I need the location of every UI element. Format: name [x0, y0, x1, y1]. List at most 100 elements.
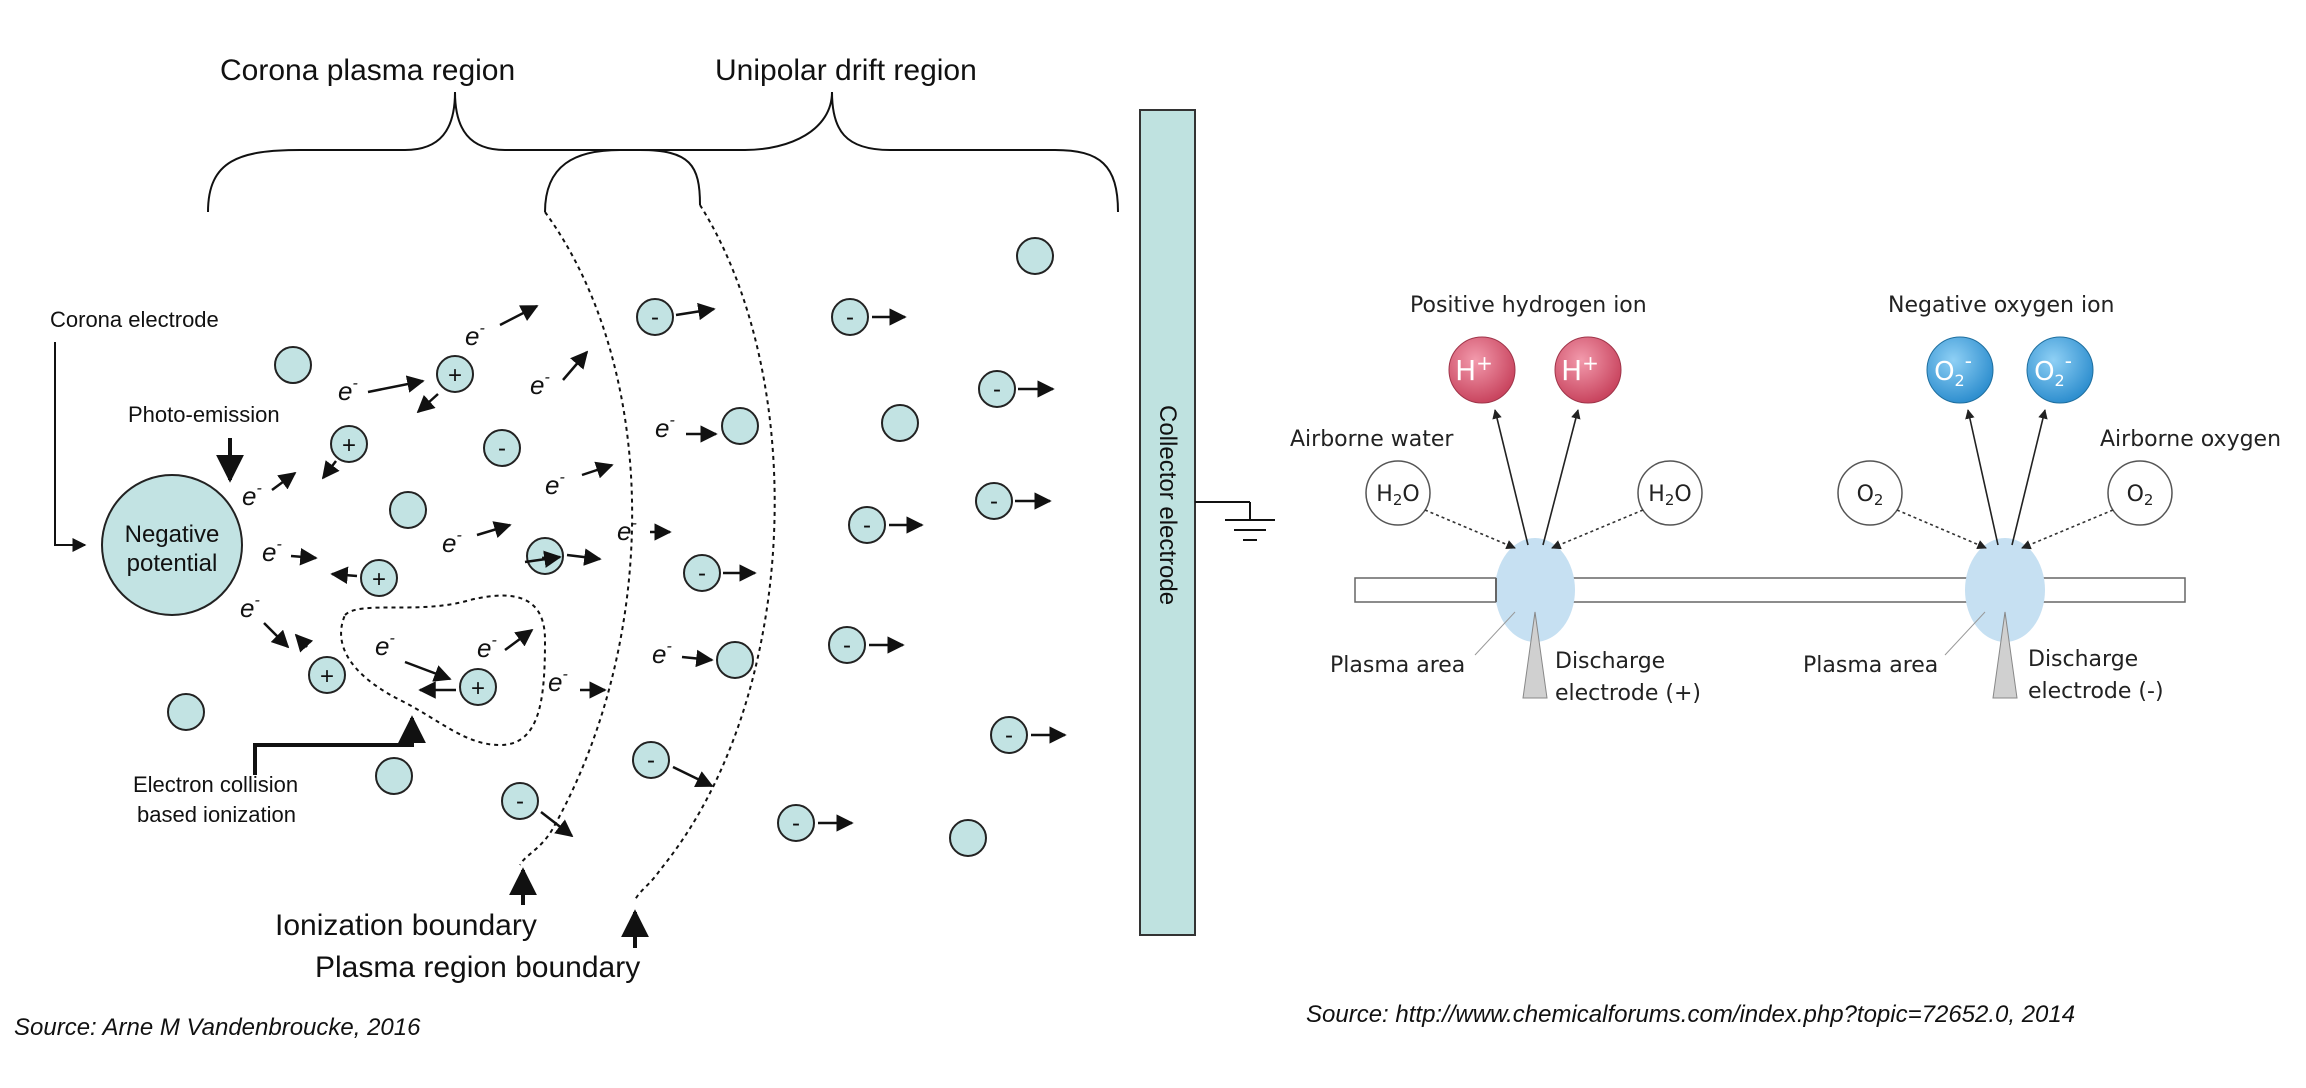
electron-collision-label-line1: Electron collision: [133, 772, 298, 797]
negative-ion: -: [848, 506, 886, 544]
electron: e-: [465, 320, 485, 351]
region-label-unipolar: Unipolar drift region: [715, 54, 977, 87]
svg-text:H+: H+: [1455, 351, 1493, 387]
negative-potential-electrode: [101, 474, 243, 616]
svg-text:e-: e-: [477, 632, 497, 663]
plasma-boundary-label: Plasma region boundary: [315, 951, 640, 984]
electron: e-: [240, 592, 260, 623]
electron: e-: [548, 666, 568, 697]
neutral-particle: [389, 491, 427, 529]
electron: e-: [375, 630, 395, 661]
svg-text:+: +: [471, 675, 485, 702]
svg-text:e-: e-: [530, 369, 550, 400]
plasma-area-label-positive: Plasma area: [1330, 653, 1465, 678]
svg-text:+: +: [320, 663, 334, 690]
photo-emission-label: Photo-emission: [128, 402, 280, 427]
ground-symbol: [1195, 501, 1275, 541]
airborne-water-label: Airborne water: [1290, 427, 1454, 452]
oxygen-ion: O2-: [2026, 336, 2094, 404]
electron: e-: [477, 632, 497, 663]
motion-arrows: [263, 302, 1067, 838]
neutral-particle: [716, 641, 754, 679]
ionization-boundary: [519, 211, 634, 866]
airborne-oxygen-label: Airborne oxygen: [2100, 427, 2281, 452]
svg-text:-: -: [1005, 722, 1013, 749]
plasma-area-positive: [1495, 538, 1575, 642]
svg-text:e-: e-: [338, 375, 358, 406]
negative-ion: -: [978, 370, 1016, 408]
corona-plasma-brace: [207, 91, 701, 213]
positive-ion: +: [308, 656, 346, 694]
oxygen-molecule: O2: [2107, 460, 2173, 526]
positive-ion: +: [360, 559, 398, 597]
negative-ion: -: [636, 298, 674, 336]
svg-text:-: -: [863, 512, 871, 539]
svg-text:H2O: H2O: [1376, 482, 1419, 509]
electron: e-: [442, 527, 462, 558]
water-molecule: H2O: [1365, 460, 1431, 526]
positive-ion: +: [459, 668, 497, 706]
negative-potential-label-line1: Negative: [125, 521, 220, 548]
svg-text:-: -: [647, 747, 655, 774]
svg-text:O2-: O2-: [2034, 349, 2072, 390]
electron: e-: [242, 480, 262, 511]
svg-text:O2: O2: [1857, 482, 1884, 509]
svg-text:+: +: [448, 362, 462, 389]
neutral-particles: [167, 237, 1054, 857]
negative-ion: -: [526, 537, 564, 575]
discharge-negative-label-line2: electrode (-): [2028, 679, 2164, 704]
svg-text:-: -: [498, 435, 506, 462]
discharge-electrode-positive: [1522, 611, 1548, 699]
negative-ion: -: [828, 626, 866, 664]
negative-potential-label-line2: potential: [127, 550, 218, 577]
region-label-corona: Corona plasma region: [220, 54, 515, 87]
molecule-inflow-arrows: [1424, 509, 2114, 550]
left-source-caption: Source: Arne M Vandenbroucke, 2016: [14, 1014, 421, 1041]
plasma-area-pointer: [1944, 611, 1986, 656]
negative-ion: -: [831, 298, 869, 336]
negative-ion: -: [632, 741, 670, 779]
neutral-particle: [375, 757, 413, 795]
discharge-positive-label-line2: electrode (+): [1555, 681, 1701, 706]
svg-text:H2O: H2O: [1648, 482, 1691, 509]
svg-text:-: -: [843, 632, 851, 659]
svg-text:e-: e-: [548, 666, 568, 697]
electron: e-: [338, 375, 358, 406]
corona-electrode-pointer: [54, 342, 87, 552]
electron: e-: [652, 638, 672, 669]
corona-electrode-label: Corona electrode: [50, 307, 219, 332]
svg-text:-: -: [516, 788, 524, 815]
neutral-particle: [167, 693, 205, 731]
svg-text:e-: e-: [545, 469, 565, 500]
svg-text:O2-: O2-: [1934, 349, 1972, 390]
unipolar-drift-brace: [544, 91, 1119, 213]
svg-text:-: -: [993, 376, 1001, 403]
svg-text:e-: e-: [375, 630, 395, 661]
negative-ion-title: Negative oxygen ion: [1888, 293, 2115, 318]
svg-text:+: +: [342, 432, 356, 459]
discharge-positive-label-line1: Discharge: [1555, 649, 1665, 674]
svg-text:-: -: [541, 543, 549, 570]
discharge-electrode-negative: [1992, 611, 2018, 699]
svg-text:e-: e-: [242, 480, 262, 511]
svg-text:e-: e-: [617, 515, 637, 546]
svg-text:e-: e-: [262, 536, 282, 567]
svg-text:e-: e-: [442, 527, 462, 558]
neutral-particle: [949, 819, 987, 857]
corona-discharge-diagram: Corona plasma region Unipolar drift regi…: [14, 54, 1275, 1041]
plasma-area-label-negative: Plasma area: [1803, 653, 1938, 678]
positive-ion: +: [330, 425, 368, 463]
svg-text:e-: e-: [465, 320, 485, 351]
right-source-caption: Source: http://www.chemicalforums.com/in…: [1306, 1001, 2075, 1028]
electron: e-: [655, 412, 675, 443]
collector-electrode-label: Collector electrode: [1154, 405, 1181, 605]
hydrogen-ion: H+: [1554, 336, 1622, 404]
electron: e-: [617, 515, 637, 546]
svg-text:H+: H+: [1561, 351, 1599, 387]
svg-text:-: -: [651, 304, 659, 331]
ion-outflow-arrows: [1492, 409, 2048, 546]
collector-electrode: [1139, 109, 1196, 936]
neutral-particle: [721, 407, 759, 445]
electron: e-: [262, 536, 282, 567]
